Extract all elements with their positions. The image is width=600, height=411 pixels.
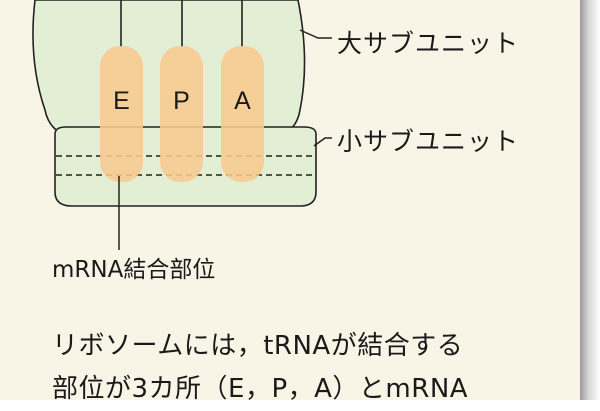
a-site-label: A [234, 87, 251, 115]
e-site-label: E [113, 87, 130, 115]
small-subunit-label: 小サブユニット [337, 127, 520, 156]
panel-shadow [580, 0, 600, 400]
mrna-binding-site-label: mRNA結合部位 [52, 257, 216, 283]
ribosome-diagram: E P A [32, 0, 332, 250]
e-site [100, 46, 143, 182]
small-subunit-leader [313, 137, 332, 147]
caption-line-2: 部位が3カ所（E，P，A）とmRNA [52, 374, 469, 404]
a-site [221, 46, 264, 182]
large-subunit-label: 大サブユニット [337, 29, 520, 58]
caption-line-1: リボソームには，tRNAが結合する [52, 331, 464, 361]
large-subunit-leader [299, 29, 332, 39]
p-site-label: P [173, 87, 190, 115]
p-site [160, 46, 203, 182]
caption: リボソームには，tRNAが結合する 部位が3カ所（E，P，A）とmRNA [52, 325, 468, 411]
